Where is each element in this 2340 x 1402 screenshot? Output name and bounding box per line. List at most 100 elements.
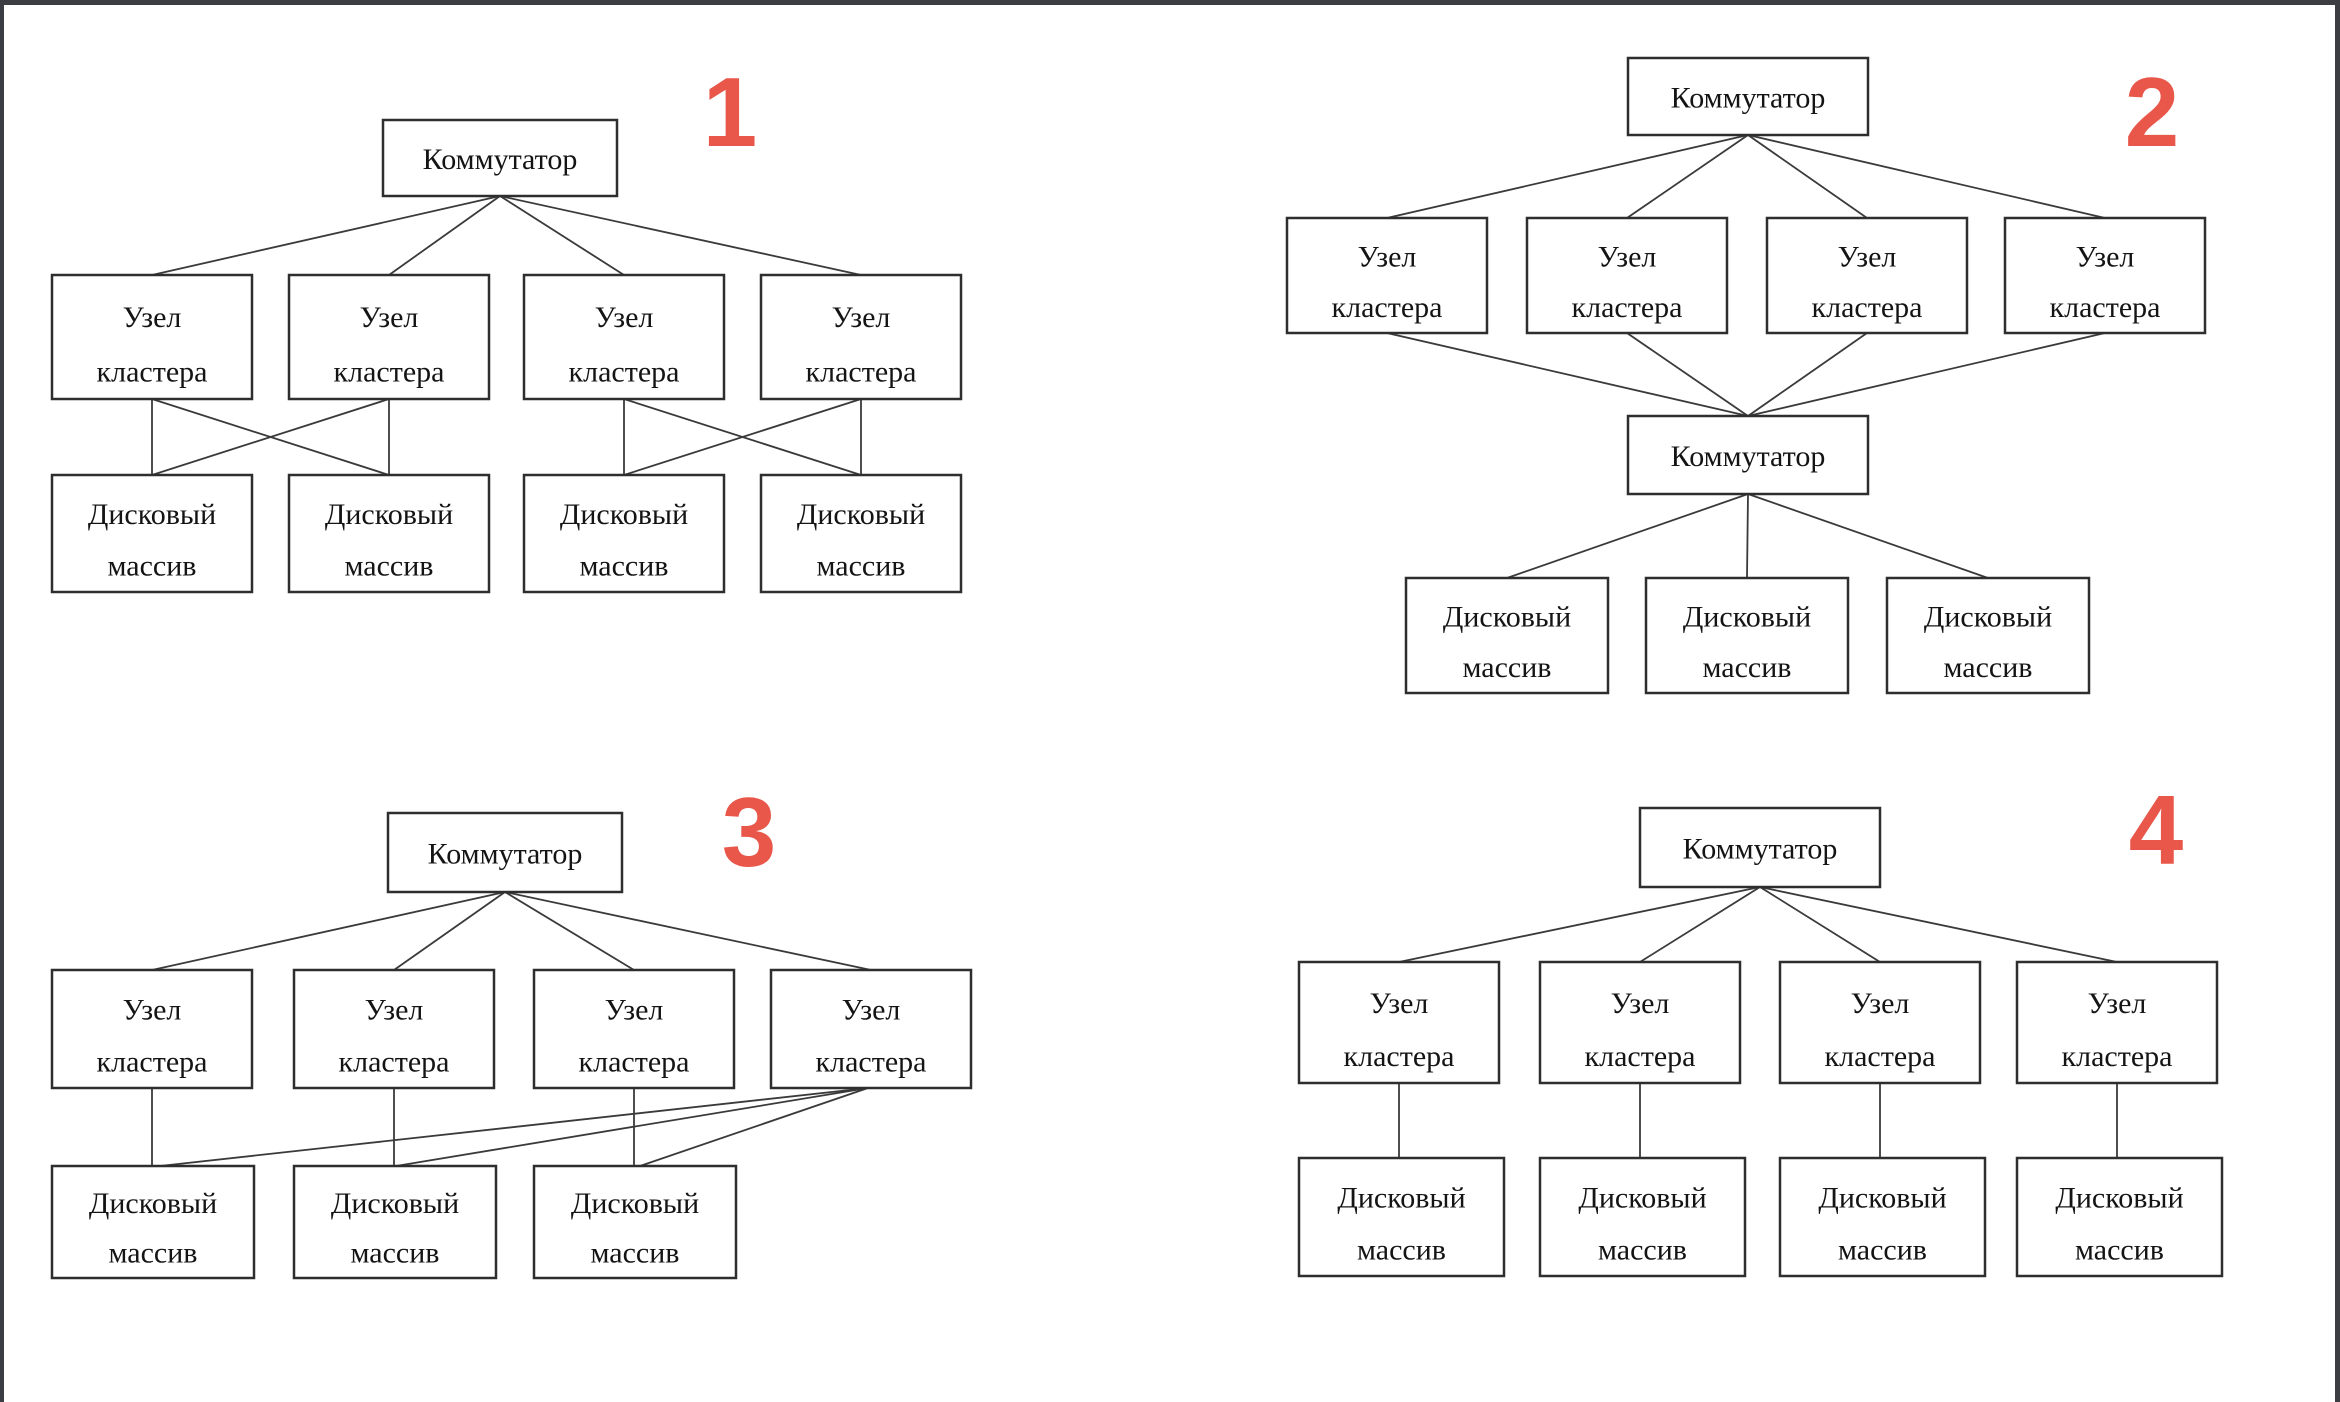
connection-line	[151, 398, 390, 476]
disk-array-box	[50, 473, 254, 594]
connection-line	[1626, 134, 1749, 219]
disk-array-box	[287, 473, 491, 594]
cluster-node-box	[1765, 216, 1969, 335]
cluster-node-label: кластера	[2062, 1040, 2173, 1073]
cluster-node-label: Узел	[1838, 240, 1897, 273]
connection-line	[504, 891, 635, 971]
switch-label: Коммутатор	[423, 143, 578, 176]
disk-array-box	[292, 1164, 498, 1280]
cluster-node-label: Узел	[360, 301, 419, 334]
disk-array-label: массив	[109, 1236, 198, 1269]
diagram-3: КоммутаторУзелкластераУзелкластераУзелкл…	[50, 777, 973, 1280]
connection-line	[393, 891, 506, 971]
cluster-node-label: кластера	[97, 1045, 208, 1078]
cluster-node-label: кластера	[334, 356, 445, 389]
cluster-node-label: Узел	[605, 994, 664, 1027]
disk-array-label: массив	[1598, 1233, 1687, 1266]
connection-line	[1747, 134, 2106, 219]
disk-array-label: Дисковый	[1683, 600, 1811, 633]
switch-label: Коммутатор	[1671, 440, 1826, 473]
connection-line	[1386, 134, 1749, 219]
cluster-node-label: Узел	[1358, 240, 1417, 273]
disk-array-label: Дисковый	[1924, 600, 2052, 633]
disk-array-label: массив	[580, 550, 669, 583]
disk-array-label: массив	[108, 550, 197, 583]
disk-array-box	[1885, 576, 2091, 695]
switch-label: Коммутатор	[428, 838, 583, 871]
connection-line	[1626, 332, 1749, 417]
disk-array-label: Дисковый	[331, 1187, 459, 1220]
diagram-number: 4	[2129, 775, 2184, 885]
disk-array-box	[522, 473, 726, 594]
cluster-node-box	[2015, 960, 2219, 1085]
connection-line	[1747, 332, 1868, 417]
connection-line	[1386, 332, 1749, 417]
cluster-node-label: Узел	[2076, 240, 2135, 273]
disk-array-label: Дисковый	[1443, 600, 1571, 633]
disk-array-box	[532, 1164, 738, 1280]
disk-array-label: массив	[351, 1236, 440, 1269]
frame-border-left	[0, 0, 4, 1402]
connection-line	[623, 398, 862, 476]
disk-array-label: Дисковый	[571, 1187, 699, 1220]
connection-line	[504, 891, 872, 971]
disk-array-label: Дисковый	[88, 498, 216, 531]
cluster-node-label: Узел	[595, 301, 654, 334]
cluster-node-label: кластера	[1344, 1040, 1455, 1073]
connection-line	[1747, 332, 2106, 417]
disk-array-label: массив	[1463, 651, 1552, 684]
switch-box	[1638, 806, 1882, 889]
disk-array-label: массив	[345, 550, 434, 583]
disk-array-label: Дисковый	[1818, 1182, 1946, 1215]
cluster-node-box	[1525, 216, 1729, 335]
cluster-node-box	[2003, 216, 2207, 335]
cluster-node-label: кластера	[97, 356, 208, 389]
cluster-node-label: кластера	[1825, 1040, 1936, 1073]
disk-array-label: Дисковый	[325, 498, 453, 531]
cluster-node-box	[50, 968, 254, 1090]
connection-line	[1506, 493, 1749, 579]
cluster-node-box	[50, 273, 254, 401]
connection-line	[499, 195, 625, 276]
switch-box	[1626, 56, 1870, 137]
cluster-node-label: Узел	[123, 994, 182, 1027]
cluster-node-label: Узел	[365, 994, 424, 1027]
cluster-node-box	[769, 968, 973, 1090]
disk-array-box	[2015, 1156, 2224, 1278]
diagram-number: 1	[703, 57, 758, 167]
cluster-node-label: Узел	[842, 994, 901, 1027]
cluster-node-label: кластера	[806, 356, 917, 389]
connection-line	[159, 1087, 869, 1167]
cluster-node-label: Узел	[832, 301, 891, 334]
disk-array-label: массив	[1703, 651, 1792, 684]
cluster-node-label: Узел	[123, 301, 182, 334]
cluster-node-label: Узел	[1851, 987, 1910, 1020]
cluster-node-label: кластера	[816, 1045, 927, 1078]
disk-array-box	[50, 1164, 256, 1280]
cluster-node-box	[759, 273, 963, 401]
cluster-node-label: Узел	[2088, 987, 2147, 1020]
switch-label: Коммутатор	[1671, 82, 1826, 115]
diagram-number: 3	[722, 777, 777, 887]
cluster-node-label: кластера	[1812, 291, 1923, 324]
cluster-node-label: Узел	[1611, 987, 1670, 1020]
switch-box	[1626, 414, 1870, 496]
disk-array-label: Дисковый	[560, 498, 688, 531]
cluster-node-box	[292, 968, 496, 1090]
disk-array-label: массив	[2075, 1233, 2164, 1266]
disk-array-label: Дисковый	[2055, 1182, 2183, 1215]
cluster-node-label: Узел	[1598, 240, 1657, 273]
diagram-2: КоммутаторУзелкластераУзелкластераУзелкл…	[1285, 56, 2207, 695]
disk-array-label: массив	[591, 1236, 680, 1269]
connection-line	[1759, 886, 1881, 963]
cluster-node-label: кластера	[2050, 291, 2161, 324]
cluster-node-box	[1297, 960, 1501, 1085]
cluster-node-box	[522, 273, 726, 401]
connection-line	[499, 195, 862, 276]
cluster-node-label: кластера	[1585, 1040, 1696, 1073]
disk-array-box	[1644, 576, 1850, 695]
switch-label: Коммутатор	[1683, 833, 1838, 866]
